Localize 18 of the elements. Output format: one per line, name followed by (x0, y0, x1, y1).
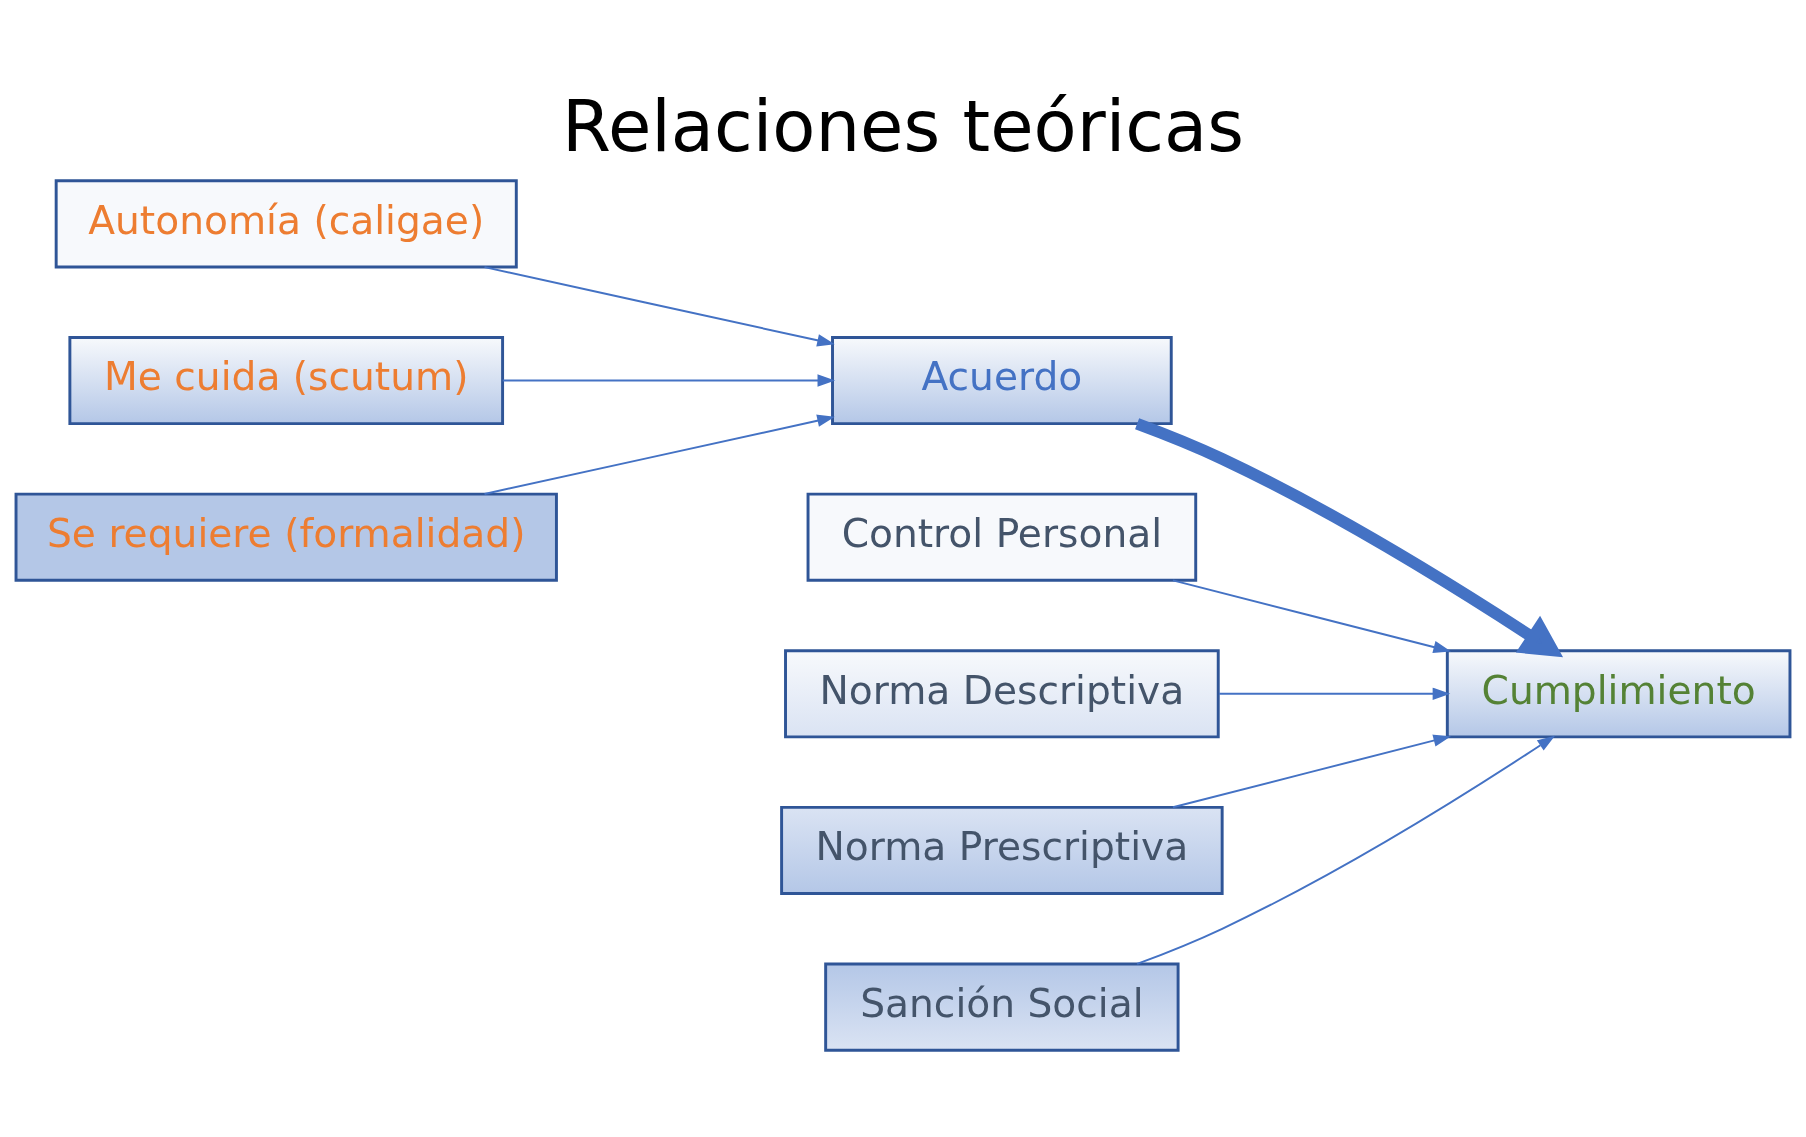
diagram-title: Relaciones teóricas (562, 86, 1244, 169)
arrow (1135, 418, 1564, 658)
node-box: Se requiere (formalidad) (14, 492, 558, 582)
arrow (1136, 735, 1555, 965)
node-box: Autonomía (caligae) (54, 179, 518, 269)
node-box: Norma Descriptiva (784, 649, 1220, 739)
node-box: Cumplimiento (1445, 649, 1792, 739)
arrow (1171, 579, 1452, 654)
node-box: Me cuida (scutum) (68, 336, 505, 426)
arrow (1218, 687, 1451, 700)
node-box: Acuerdo (831, 336, 1173, 426)
node-box: Sanción Social (824, 962, 1180, 1052)
arrow (1171, 734, 1451, 809)
arrow (483, 414, 835, 495)
arrow (501, 374, 836, 387)
node-box: Control Personal (806, 492, 1198, 582)
node-box: Norma Prescriptiva (780, 805, 1224, 895)
arrow (483, 266, 835, 347)
